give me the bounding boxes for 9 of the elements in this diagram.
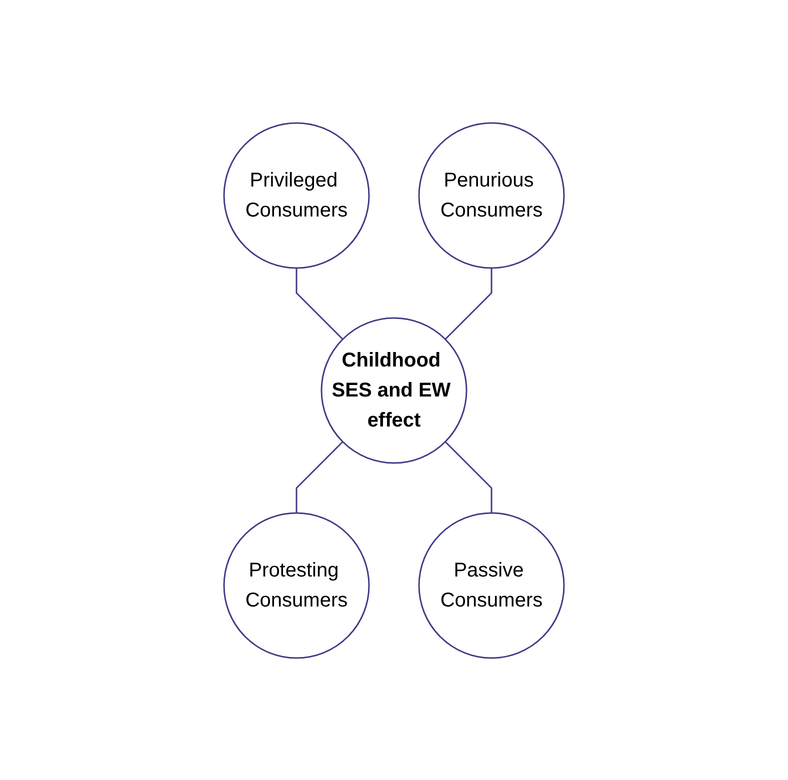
connector — [296, 268, 344, 340]
node-circle: Protesting Consumers — [223, 512, 370, 658]
connector — [444, 440, 492, 512]
connector — [296, 440, 344, 512]
node-circle: Privileged Consumers — [223, 122, 370, 268]
connector — [444, 268, 492, 340]
node-circle: Passive Consumers — [418, 512, 565, 658]
node-circle: Childhood SES and EW effect — [320, 316, 468, 464]
node-circle: Penurious Consumers — [418, 122, 565, 268]
